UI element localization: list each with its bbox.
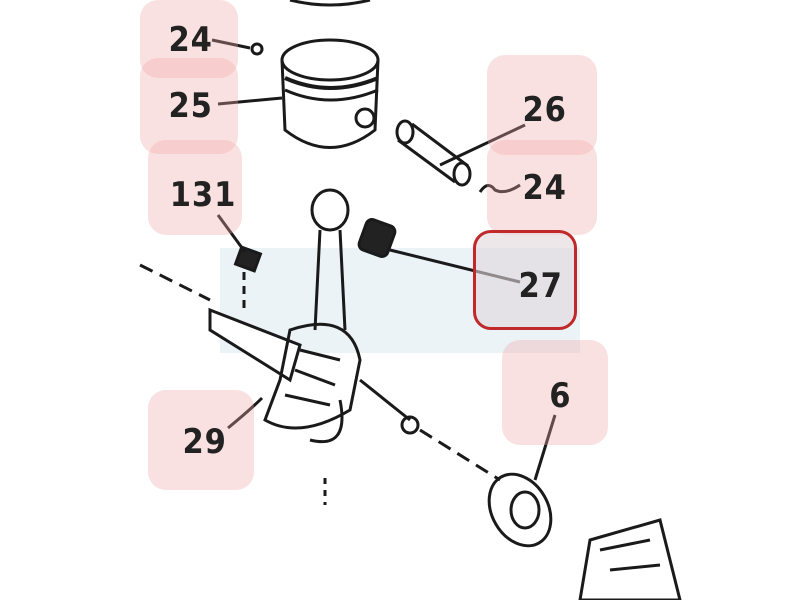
- leader-24: [211, 38, 251, 50]
- part-label-6: 6: [549, 376, 572, 416]
- hotspot-part-29[interactable]: [148, 390, 254, 490]
- hotspot-part-131[interactable]: [148, 140, 242, 235]
- piston-drawing: [280, 0, 380, 149]
- key-drawing: [233, 245, 263, 273]
- hotspot-part-24[interactable]: [140, 0, 238, 78]
- clutch-drawing: [578, 518, 682, 600]
- hotspot-part-26[interactable]: [487, 55, 597, 155]
- hotspot-part-6[interactable]: [502, 340, 608, 445]
- part-label-26: 26: [522, 90, 567, 130]
- leader-29: [227, 396, 264, 430]
- leader-6: [533, 414, 557, 481]
- leader-24b: [478, 183, 521, 194]
- part-label-29: 29: [182, 422, 227, 462]
- leader-131: [216, 214, 247, 253]
- part-label-131: 131: [169, 175, 237, 215]
- part-label-25: 25: [168, 86, 213, 126]
- part-label-24: 24: [168, 20, 213, 60]
- conrod-drawing: [310, 188, 350, 331]
- leader-26: [439, 123, 526, 167]
- leader-25: [217, 96, 283, 106]
- piston-pin-drawing: [395, 119, 472, 187]
- part-label-27: 27: [518, 266, 563, 306]
- hotspot-part-27-selected[interactable]: [473, 230, 577, 330]
- bearing-drawing: [357, 218, 397, 258]
- hotspot-part-25[interactable]: [140, 58, 238, 154]
- seal-drawing: [487, 472, 553, 548]
- hotspot-part-24b[interactable]: [487, 140, 597, 235]
- crankshaft-drawing: [208, 307, 420, 443]
- part-label-24b: 24: [522, 168, 567, 208]
